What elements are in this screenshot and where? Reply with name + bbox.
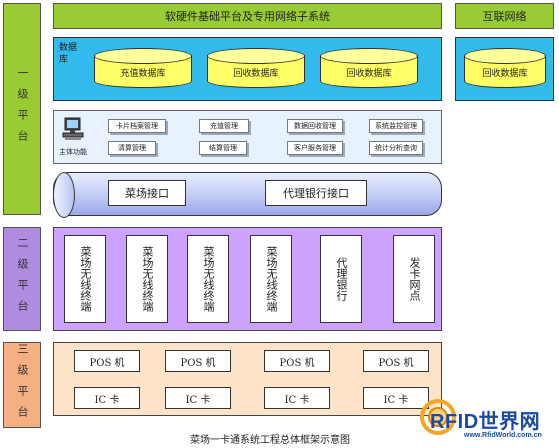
tier2-label: 二级平台 bbox=[3, 227, 41, 331]
pos-box: POS 机 bbox=[74, 350, 140, 372]
function-box: 清算管理 bbox=[108, 141, 156, 155]
db-cylinder-label: 回收数据库 bbox=[346, 69, 392, 79]
database-panel: 数据库 充值数据库 回收数据库 回收数据库 bbox=[53, 37, 442, 101]
watermark-url: www.RfidWorld.com.cn bbox=[464, 432, 542, 439]
diagram-caption: 菜场一卡通系统工程总体框架示意图 bbox=[190, 435, 350, 446]
bank-box: 代理银行 bbox=[320, 235, 362, 323]
db-cylinder-label: 充值数据库 bbox=[120, 69, 166, 79]
tier2-panel: 菜场无线终端 菜场无线终端 菜场无线终端 菜场无线终端 代理银行 发卡网点 bbox=[53, 227, 442, 331]
functions-panel: 主体功能 卡片档案管理 充值管理 数据回收管理 系统监控管理 清算管理 结算管理… bbox=[53, 110, 442, 164]
db-cylinder-1: 充值数据库 bbox=[94, 48, 192, 88]
internet-bar: 互联网络 bbox=[455, 3, 554, 29]
functions-label: 主体功能 bbox=[59, 148, 87, 156]
ic-card-box: IC 卡 bbox=[74, 387, 140, 409]
computer-icon bbox=[62, 117, 84, 140]
watermark-brand: RFID世界网 bbox=[430, 411, 541, 433]
interface-tube-cap bbox=[53, 172, 75, 218]
db-cylinder-4: 回收数据库 bbox=[464, 48, 546, 88]
db-cylinder-3: 回收数据库 bbox=[320, 48, 418, 88]
function-box: 充值管理 bbox=[199, 119, 249, 133]
pos-box: POS 机 bbox=[165, 350, 231, 372]
ic-card-box: IC 卡 bbox=[165, 387, 231, 409]
function-box: 数据回收管理 bbox=[287, 119, 343, 133]
internet-database-panel: 回收数据库 bbox=[455, 37, 554, 101]
function-box: 系统监控管理 bbox=[369, 119, 423, 133]
pos-box: POS 机 bbox=[363, 350, 429, 372]
rfid-watermark-logo: RFID世界网 www.RfidWorld.com.cn bbox=[418, 397, 556, 445]
pos-box: POS 机 bbox=[264, 350, 330, 372]
terminal-box: 菜场无线终端 bbox=[187, 235, 229, 323]
platform-bar: 软硬件基础平台及专用网络子系统 bbox=[53, 3, 442, 29]
terminal-box: 菜场无线终端 bbox=[64, 235, 106, 323]
function-box: 卡片档案管理 bbox=[108, 119, 166, 133]
db-cylinder-2: 回收数据库 bbox=[207, 48, 305, 88]
card-outlet-box: 发卡网点 bbox=[393, 235, 435, 323]
terminal-box: 菜场无线终端 bbox=[126, 235, 168, 323]
rfid-logo-icon bbox=[420, 399, 456, 435]
function-box: 结算管理 bbox=[199, 141, 247, 155]
market-interface: 菜场接口 bbox=[108, 180, 186, 206]
ic-card-box: IC 卡 bbox=[363, 387, 429, 409]
database-label: 数据库 bbox=[59, 43, 78, 65]
function-box: 统计分析查询 bbox=[369, 141, 423, 155]
db-cylinder-label: 回收数据库 bbox=[482, 69, 528, 79]
terminal-box: 菜场无线终端 bbox=[250, 235, 292, 323]
bank-interface: 代理银行接口 bbox=[265, 180, 367, 206]
db-cylinder-label: 回收数据库 bbox=[233, 69, 279, 79]
tier3-panel: POS 机 POS 机 POS 机 POS 机 IC 卡 IC 卡 IC 卡 I… bbox=[53, 342, 442, 416]
tier1-label: 一级平台 bbox=[3, 3, 41, 215]
function-box: 客户服务管理 bbox=[287, 141, 343, 155]
ic-card-box: IC 卡 bbox=[264, 387, 330, 409]
tier3-label: 三级平台 bbox=[3, 342, 41, 428]
